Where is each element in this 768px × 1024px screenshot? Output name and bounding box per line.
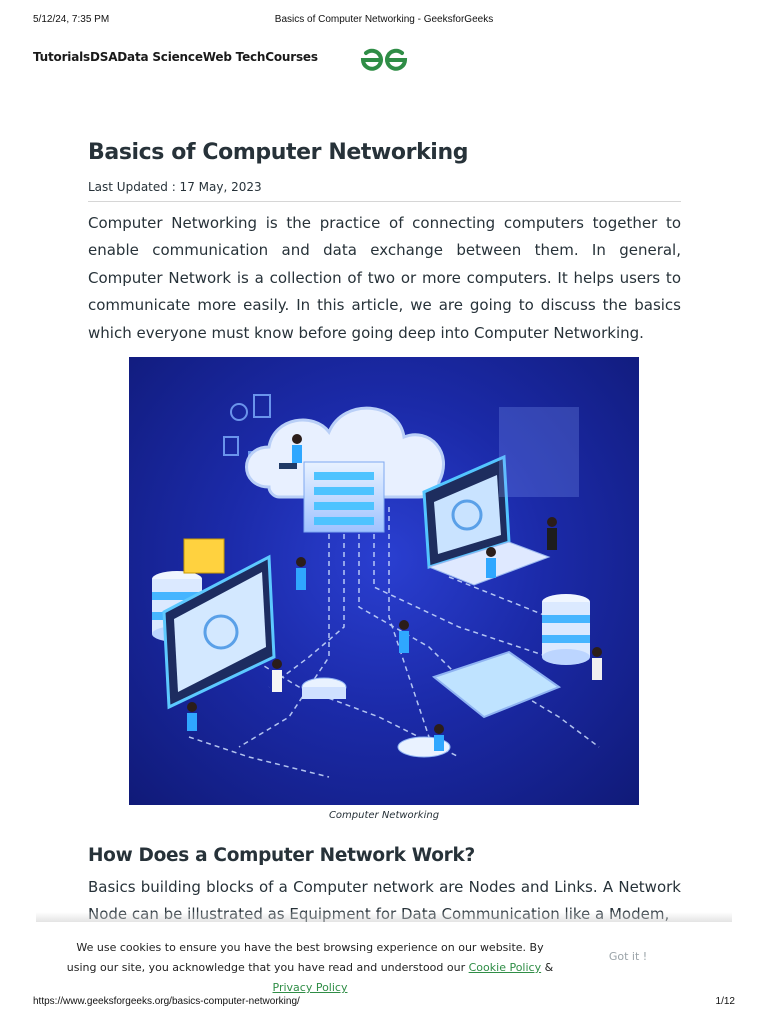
nav-dsa[interactable]: DSA (89, 50, 118, 64)
section-heading: How Does a Computer Network Work? (88, 845, 475, 866)
print-url: https://www.geeksforgeeks.org/basics-com… (33, 996, 300, 1007)
print-datetime: 5/12/24, 7:35 PM (33, 14, 110, 25)
image-caption: Computer Networking (328, 810, 440, 821)
print-header: 5/12/24, 7:35 PM Basics of Computer Netw… (33, 14, 735, 30)
print-page-title: Basics of Computer Networking - Geeksfor… (274, 14, 494, 25)
divider (88, 201, 681, 202)
cookie-banner (36, 922, 732, 984)
cookie-banner-shadow (36, 912, 732, 924)
nav-data-science[interactable]: Data Science (117, 50, 203, 64)
cookie-ampersand: & (541, 961, 554, 974)
networking-illustration (129, 357, 639, 805)
nav-tutorials[interactable]: Tutorials (33, 50, 90, 64)
print-footer: https://www.geeksforgeeks.org/basics-com… (33, 996, 735, 1010)
geeksforgeeks-logo-icon[interactable] (359, 47, 409, 73)
nav-web-tech[interactable]: Web Tech (202, 50, 266, 64)
cookie-message-text: We use cookies to ensure you have the be… (66, 941, 544, 974)
print-page-number: 1/12 (715, 996, 735, 1007)
last-updated: Last Updated : 17 May, 2023 (88, 180, 262, 194)
cookie-message: We use cookies to ensure you have the be… (60, 938, 560, 998)
article-title: Basics of Computer Networking (88, 140, 469, 165)
nav-courses[interactable]: Courses (265, 50, 318, 64)
cookie-policy-link[interactable]: Cookie Policy (468, 961, 542, 974)
site-nav: Tutorials DSA Data Science Web Tech Cour… (33, 50, 318, 70)
intro-paragraph: Computer Networking is the practice of c… (88, 214, 681, 342)
got-it-button[interactable]: Got it ! (600, 947, 656, 965)
privacy-policy-link[interactable]: Privacy Policy (272, 981, 348, 994)
